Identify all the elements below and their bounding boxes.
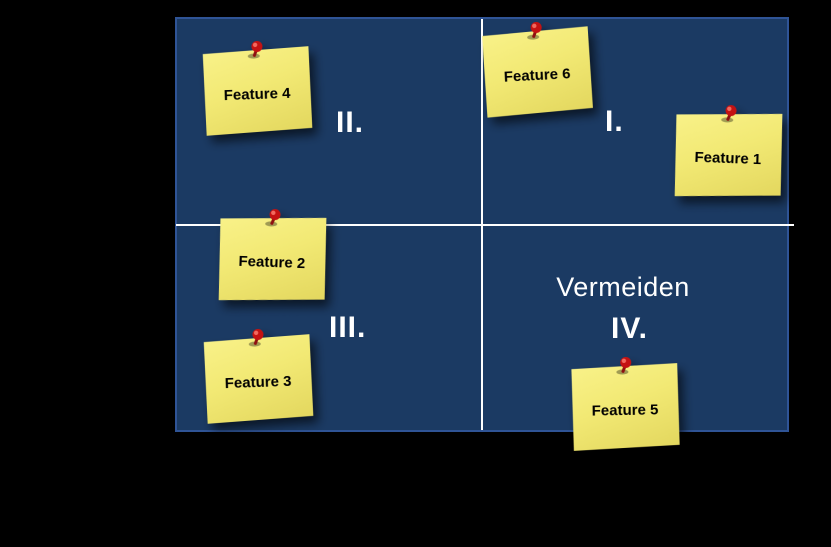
pushpin-icon [247, 40, 263, 59]
sticky-note-label: Feature 1 [694, 148, 762, 168]
sticky-note-feature-2[interactable]: Feature 2 [217, 209, 328, 304]
sticky-note-feature-3[interactable]: Feature 3 [203, 328, 314, 424]
sticky-note-feature-6[interactable]: Feature 6 [481, 21, 593, 118]
sticky-note-label: Feature 2 [238, 252, 306, 272]
sticky-note-feature-1[interactable]: Feature 1 [673, 105, 784, 200]
pushpin-icon [248, 328, 264, 347]
quadrant-3-label: III. [329, 311, 367, 344]
sticky-note-label: Feature 5 [591, 400, 659, 420]
quadrant-4-caption: Vermeiden [556, 272, 690, 302]
quadrant-2-label: II. [336, 106, 365, 139]
quadrant-1-label: I. [605, 105, 624, 138]
sticky-note-feature-5[interactable]: Feature 5 [570, 356, 679, 451]
sticky-note-label: Feature 4 [223, 84, 291, 104]
matrix-horizontal-divider [176, 224, 794, 226]
pushpin-icon [265, 209, 281, 227]
sticky-note-label: Feature 6 [503, 64, 571, 86]
pushpin-icon [527, 21, 542, 40]
sticky-note-label: Feature 3 [224, 372, 292, 392]
sticky-note-feature-4[interactable]: Feature 4 [202, 40, 313, 136]
quadrant-4-label: IV. [611, 312, 648, 345]
pushpin-icon [721, 105, 737, 123]
pushpin-icon [616, 356, 632, 375]
